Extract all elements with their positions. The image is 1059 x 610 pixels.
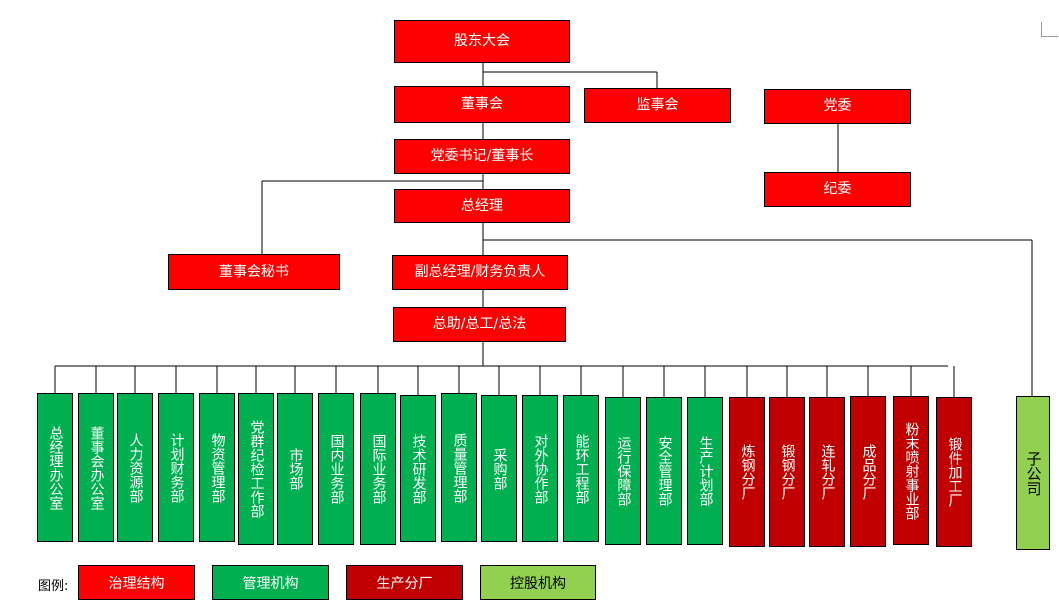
department-box[interactable]: 人力资源部 xyxy=(117,393,153,542)
department-label: 炼钢分厂 xyxy=(739,444,756,500)
department-label: 党群纪检工作部 xyxy=(248,420,265,518)
secretary-chair-box[interactable]: 党委书记/董事长 xyxy=(394,139,570,174)
department-box[interactable]: 国内业务部 xyxy=(318,393,354,545)
general-manager-label: 总经理 xyxy=(461,197,503,214)
department-box[interactable]: 质量管理部 xyxy=(441,393,477,542)
subsidiary-box[interactable]: 子公司 xyxy=(1016,396,1050,550)
department-label: 国内业务部 xyxy=(328,434,345,504)
deputy-gm-box[interactable]: 副总经理/财务负责人 xyxy=(392,255,568,290)
page-corner-mark xyxy=(1041,22,1058,37)
deputy-gm-label: 副总经理/财务负责人 xyxy=(414,264,546,281)
department-label: 锻钢分厂 xyxy=(779,444,796,500)
department-box[interactable]: 能环工程部 xyxy=(563,395,599,542)
board-secretary-label: 董事会秘书 xyxy=(219,263,289,280)
department-label: 市场部 xyxy=(287,448,304,490)
department-label: 物资管理部 xyxy=(209,432,226,503)
discipline-box[interactable]: 纪委 xyxy=(764,172,911,207)
board-secretary-box[interactable]: 董事会秘书 xyxy=(168,254,340,290)
legend-item-governance: 治理结构 xyxy=(78,565,195,600)
legend-item-label: 控股机构 xyxy=(510,575,566,592)
party-committee-label: 党委 xyxy=(823,98,852,115)
department-label: 粉末喷射事业部 xyxy=(903,421,920,520)
legend-item-label: 生产分厂 xyxy=(376,575,433,592)
department-label: 对外协作部 xyxy=(532,433,549,504)
department-box[interactable]: 技术研发部 xyxy=(400,395,436,542)
legend-item-label: 管理机构 xyxy=(242,575,299,592)
board-box[interactable]: 董事会 xyxy=(394,86,570,123)
department-box[interactable]: 生产计划部 xyxy=(687,397,723,545)
department-label: 计划财务部 xyxy=(168,432,185,503)
supervisors-box[interactable]: 监事会 xyxy=(584,88,731,123)
department-label: 采购部 xyxy=(491,447,508,490)
department-label: 连轧分厂 xyxy=(819,444,836,500)
department-box[interactable]: 炼钢分厂 xyxy=(729,397,765,547)
legend-item-production: 生产分厂 xyxy=(346,565,463,600)
department-label: 总经理办公室 xyxy=(47,425,64,510)
legend-title: 图例: xyxy=(38,579,69,594)
department-box[interactable]: 董事会办公室 xyxy=(78,393,114,542)
legend-item-label: 治理结构 xyxy=(108,575,165,592)
assistants-box[interactable]: 总助/总工/总法 xyxy=(393,307,566,342)
department-box[interactable]: 国际业务部 xyxy=(360,393,396,545)
department-box[interactable]: 党群纪检工作部 xyxy=(238,393,274,545)
department-box[interactable]: 成品分厂 xyxy=(850,396,886,547)
discipline-label: 纪委 xyxy=(823,181,852,198)
department-label: 技术研发部 xyxy=(410,433,427,504)
legend-item-management: 管理机构 xyxy=(212,565,329,600)
board-label: 董事会 xyxy=(461,96,503,113)
department-label: 锻件加工厂 xyxy=(946,437,963,507)
department-box[interactable]: 锻钢分厂 xyxy=(769,397,805,547)
shareholders-label: 股东大会 xyxy=(454,33,510,50)
department-label: 国际业务部 xyxy=(370,434,387,504)
department-box[interactable]: 对外协作部 xyxy=(522,395,558,542)
department-box[interactable]: 计划财务部 xyxy=(158,393,194,542)
department-box[interactable]: 运行保障部 xyxy=(605,397,641,545)
department-label: 安全管理部 xyxy=(656,436,673,506)
legend-item-holding: 控股机构 xyxy=(480,565,596,600)
department-label: 人力资源部 xyxy=(127,432,144,503)
assistants-label: 总助/总工/总法 xyxy=(432,316,527,333)
department-box[interactable]: 连轧分厂 xyxy=(809,397,845,547)
department-box[interactable]: 粉末喷射事业部 xyxy=(893,396,929,545)
department-label: 成品分厂 xyxy=(860,443,877,500)
department-box[interactable]: 安全管理部 xyxy=(646,397,682,545)
department-box[interactable]: 市场部 xyxy=(277,393,313,545)
subsidiary-label: 子公司 xyxy=(1024,450,1043,496)
department-label: 生产计划部 xyxy=(697,436,714,506)
secretary-chair-label: 党委书记/董事长 xyxy=(430,148,534,165)
department-label: 运行保障部 xyxy=(615,436,632,506)
party-committee-box[interactable]: 党委 xyxy=(764,89,911,124)
general-manager-box[interactable]: 总经理 xyxy=(394,189,570,223)
department-box[interactable]: 物资管理部 xyxy=(199,393,235,542)
department-box[interactable]: 总经理办公室 xyxy=(37,393,73,542)
department-label: 能环工程部 xyxy=(573,433,590,504)
department-label: 董事会办公室 xyxy=(88,425,105,510)
department-box[interactable]: 锻件加工厂 xyxy=(936,397,972,547)
shareholders-box[interactable]: 股东大会 xyxy=(394,20,570,63)
department-label: 质量管理部 xyxy=(451,432,468,503)
supervisors-label: 监事会 xyxy=(636,97,679,114)
department-box[interactable]: 采购部 xyxy=(481,395,517,542)
